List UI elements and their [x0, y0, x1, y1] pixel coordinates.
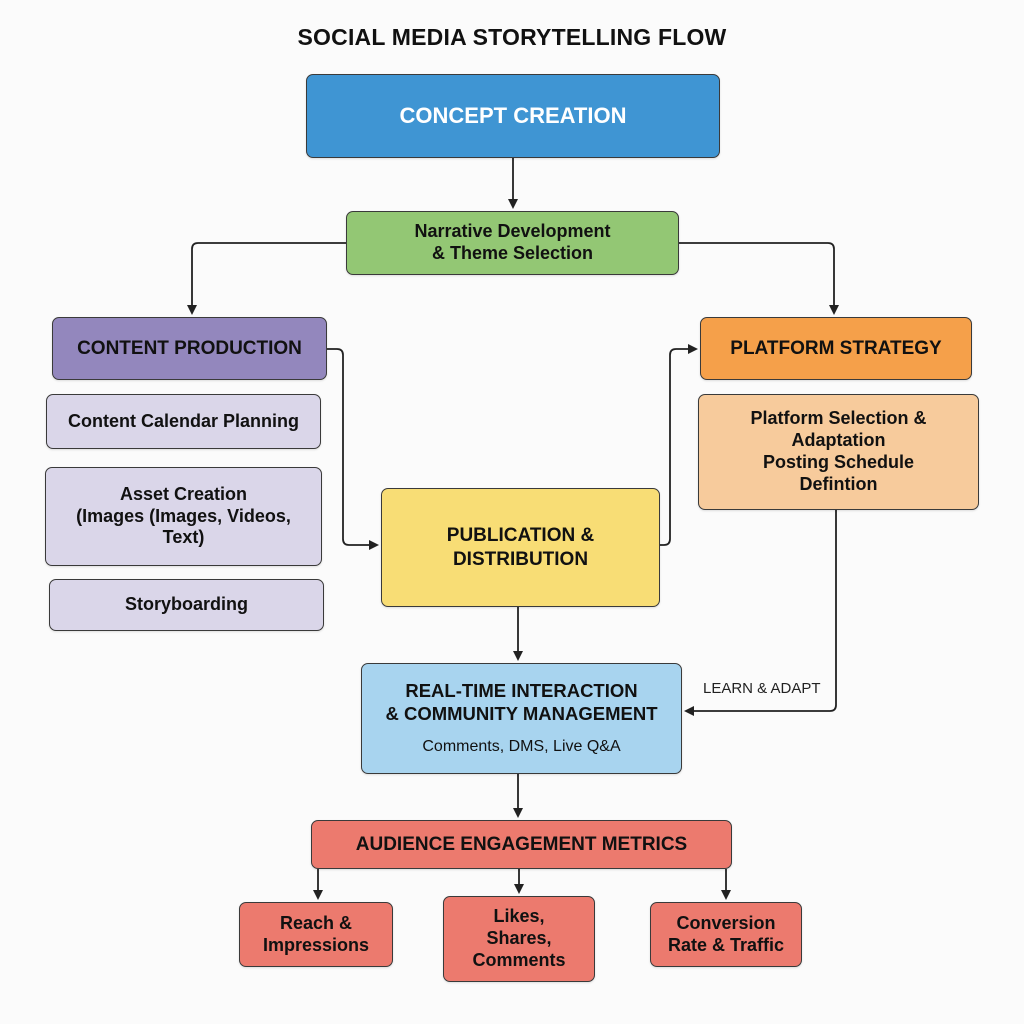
node-label-line: Comments [472, 949, 566, 970]
node-label-line: REAL-TIME INTERACTION [405, 680, 638, 702]
node-label-line: Conversion [676, 912, 776, 933]
node-platform-strategy[interactable]: PLATFORM STRATEGY [700, 317, 972, 380]
node-asset-creation[interactable]: Asset Creation (Images (Images, Videos, … [45, 467, 322, 566]
node-platform-selection-detail[interactable]: Platform Selection & Adaptation Posting … [698, 394, 979, 510]
node-label-line: (Images (Images, Videos, [76, 505, 291, 526]
node-conversion-rate-traffic[interactable]: Conversion Rate & Traffic [650, 902, 802, 967]
node-concept-creation[interactable]: CONCEPT CREATION [306, 74, 720, 158]
node-audience-engagement-metrics[interactable]: AUDIENCE ENGAGEMENT METRICS [311, 820, 732, 869]
diagram-title: SOCIAL MEDIA STORYTELLING FLOW [297, 24, 727, 50]
node-label-line: Storyboarding [124, 594, 248, 615]
node-label-line: Shares, [486, 928, 552, 949]
node-publication-distribution[interactable]: PUBLICATION & DISTRIBUTION [381, 488, 660, 607]
node-storyboarding[interactable]: Storyboarding [49, 579, 324, 631]
node-label: AUDIENCE ENGAGEMENT METRICS [355, 833, 688, 855]
node-label-line: Narrative Development [414, 221, 611, 242]
node-label-line: PUBLICATION & [446, 525, 595, 547]
node-label-line: Asset Creation [119, 483, 248, 504]
node-label-line: & COMMUNITY MANAGEMENT [385, 702, 658, 724]
node-label-line: Rate & Traffic [667, 934, 785, 955]
node-label-line: Likes, [493, 906, 545, 927]
node-content-calendar-planning[interactable]: Content Calendar Planning [46, 394, 321, 449]
node-label-line: DISTRIBUTION [452, 548, 589, 570]
node-label-line: & Theme Selection [431, 243, 594, 263]
edge-label-learn-and-adapt: LEARN & ADAPT [703, 680, 821, 697]
node-label-line: Posting Schedule [762, 452, 915, 472]
node-label: PLATFORM STRATEGY [730, 337, 942, 359]
node-label-line: Content Calendar Planning [67, 410, 299, 431]
node-label-line: Reach & [279, 912, 353, 933]
node-label: CONTENT PRODUCTION [77, 337, 302, 359]
node-label-line: Platform Selection & [750, 408, 927, 429]
node-label-line: Defintion [799, 473, 878, 494]
node-label-line: Impressions [262, 934, 370, 955]
node-realtime-interaction[interactable]: REAL-TIME INTERACTION & COMMUNITY MANAGE… [361, 663, 682, 774]
node-subtitle: Comments, DMS, Live Q&A [422, 738, 621, 756]
node-label-line: Text) [162, 527, 205, 548]
node-narrative-development[interactable]: Narrative Development & Theme Selection [346, 211, 679, 275]
node-label-line: Adaptation [791, 430, 886, 451]
node-content-production[interactable]: CONTENT PRODUCTION [52, 317, 327, 380]
arrow-publication-to-platform-strategy [660, 344, 698, 546]
node-likes-shares-comments[interactable]: Likes, Shares, Comments [443, 896, 595, 982]
arrow-narrative-to-content-production [187, 242, 346, 315]
node-reach-impressions[interactable]: Reach & Impressions [239, 902, 393, 967]
node-label: CONCEPT CREATION [399, 102, 627, 128]
arrow-narrative-to-platform-strategy [679, 242, 839, 315]
arrow-content-production-to-publication [327, 348, 379, 550]
